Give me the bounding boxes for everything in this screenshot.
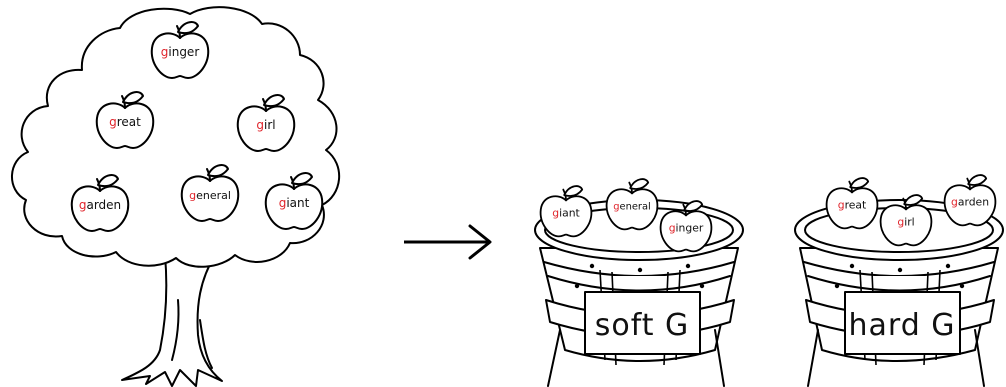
apple-word: ginger xyxy=(669,222,704,235)
basket-label-soft-g: soft G xyxy=(595,308,690,343)
apples-layer: ginger great girl garden general giant giant ge… xyxy=(70,21,997,253)
leaf-icon xyxy=(629,178,650,190)
apple-icon xyxy=(236,105,296,152)
tree-apple-garden: garden xyxy=(70,174,130,232)
apple-word: girl xyxy=(897,216,914,229)
leaf-icon xyxy=(97,174,119,188)
apple-icon xyxy=(264,183,324,230)
apple-icon xyxy=(95,102,155,149)
leaf-icon xyxy=(177,21,199,35)
apple-icon xyxy=(605,188,659,231)
apple-word: great xyxy=(838,199,867,212)
basket-soft-g-apple-giant: giant xyxy=(539,185,593,238)
apple-icon xyxy=(879,204,933,247)
apple-icon xyxy=(659,210,713,253)
tree-trunk xyxy=(121,254,223,387)
apple-icon xyxy=(539,195,593,238)
apple-word: giant xyxy=(552,207,580,220)
basket-hard-g-apple-great: great xyxy=(825,177,879,230)
basket-soft-g-apple-ginger: ginger xyxy=(659,200,713,253)
leaf-icon xyxy=(291,172,313,186)
apple-word: great xyxy=(109,115,141,129)
leaf-icon xyxy=(122,91,144,105)
basket-label-hard-g: hard G xyxy=(848,308,955,343)
apple-word: general xyxy=(189,189,231,202)
tree-apple-great: great xyxy=(95,91,155,149)
apple-icon xyxy=(70,185,130,232)
leaf-icon xyxy=(903,194,924,206)
tree-apple-ginger: ginger xyxy=(150,21,210,79)
tree-apple-girl: girl xyxy=(236,94,296,152)
basket-hard-g-apple-garden: garden xyxy=(943,174,997,227)
tree-apple-giant: giant xyxy=(264,172,324,230)
apple-icon xyxy=(943,184,997,227)
tree-apple-general: general xyxy=(180,164,240,222)
right-arrow-icon xyxy=(404,224,492,260)
apple-word: general xyxy=(613,202,651,213)
apple-word: girl xyxy=(256,118,275,132)
apple-word: giant xyxy=(279,196,310,210)
apple-word: garden xyxy=(79,198,121,212)
basket-hard-g-apple-girl: girl xyxy=(879,194,933,247)
apple-icon xyxy=(825,187,879,230)
leaf-icon xyxy=(967,174,988,186)
leaf-icon xyxy=(563,185,584,197)
apple-word: ginger xyxy=(161,45,200,59)
apple-icon xyxy=(180,175,240,222)
basket-soft-g-apple-general: general xyxy=(605,178,659,231)
leaf-icon xyxy=(683,200,704,212)
leaf-icon xyxy=(207,164,229,178)
leaf-icon xyxy=(849,177,870,189)
apple-icon xyxy=(150,32,210,79)
apple-word: garden xyxy=(951,196,989,209)
leaf-icon xyxy=(263,94,285,108)
